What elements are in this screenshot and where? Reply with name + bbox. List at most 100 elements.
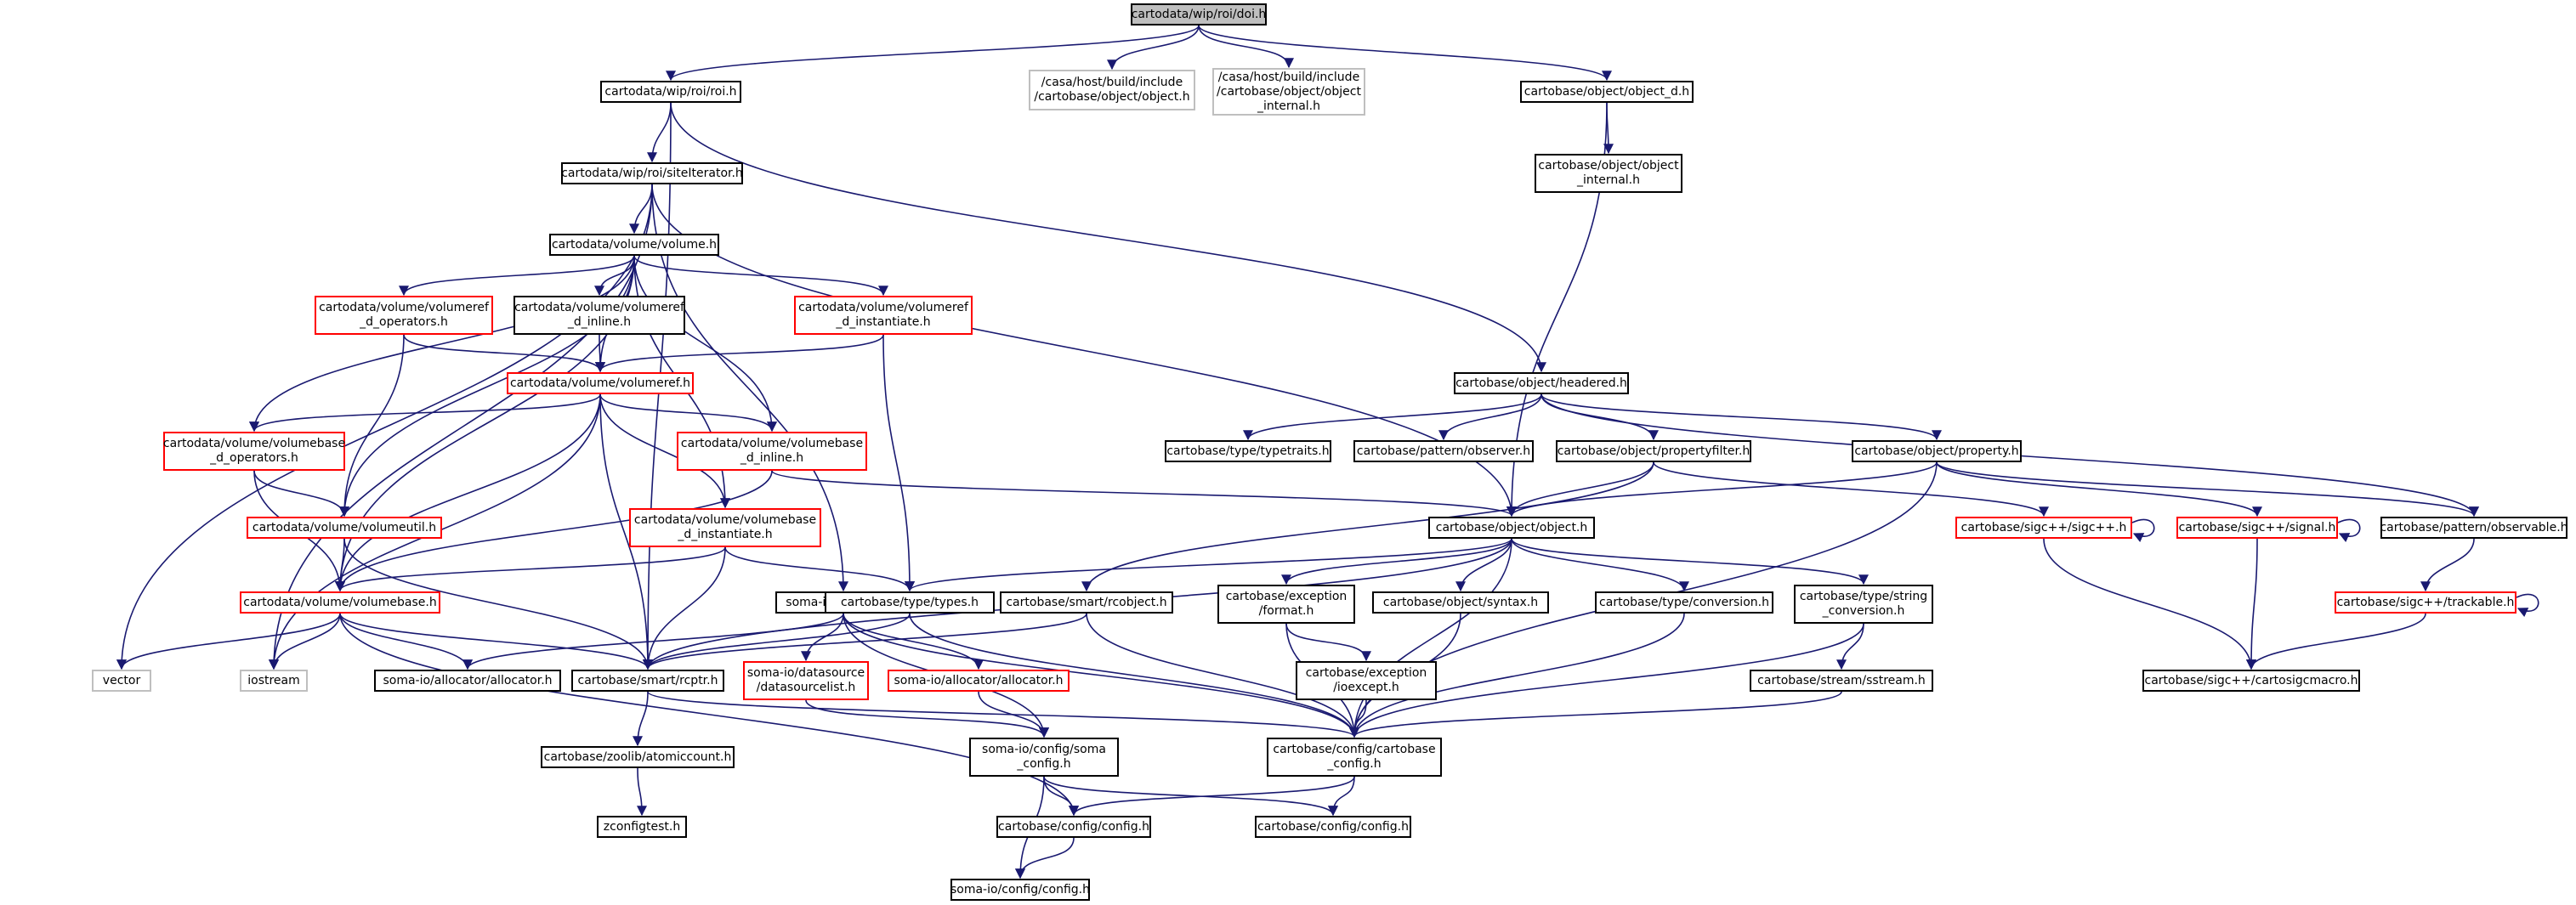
- edge-property-to-object: [1506, 461, 1938, 518]
- node-label-line: cartobase/object/syntax.h: [1382, 595, 1539, 609]
- edge-volumeref-d-inline-to-volumeref: [594, 334, 605, 373]
- node-sigcpp[interactable]: cartobase/sigc++/sigc++.h: [1955, 517, 2132, 539]
- node-cartosigcmacro[interactable]: cartobase/sigc++/cartosigcmacro.h: [2142, 670, 2360, 692]
- edge-volumeref-to-volumebase-d-instantiate: [599, 393, 730, 509]
- node-label-line: /format.h: [1258, 604, 1314, 618]
- node-volumeref-d-instantiate[interactable]: cartodata/volume/volumeref_d_instantiate…: [794, 296, 973, 335]
- node-signal[interactable]: cartobase/sigc++/signal.h: [2176, 517, 2338, 539]
- node-config-config[interactable]: cartobase/config/config.h: [996, 816, 1151, 838]
- edge-object-to-conversion: [1511, 538, 1689, 592]
- node-label-line: _config.h: [1017, 757, 1071, 771]
- node-object[interactable]: cartobase/object/object.h: [1428, 517, 1595, 539]
- node-observable[interactable]: cartobase/pattern/observable.h: [2380, 517, 2568, 539]
- node-label-line: cartodata/volume/volumeref: [798, 301, 968, 314]
- edge-siteIterator-to-iostream: [269, 184, 653, 670]
- edge-headered-to-observer: [1438, 393, 1542, 441]
- node-label-line: cartodata/wip/roi/roi.h: [604, 84, 737, 99]
- node-label-line: cartobase/pattern/observable.h: [2380, 520, 2568, 535]
- node-types[interactable]: cartobase/type/types.h: [825, 591, 995, 614]
- edge-volumeref-d-operators-to-volumeutil: [339, 334, 405, 518]
- node-label-line: soma-io/config/config.h: [950, 882, 1091, 897]
- edge-cartobase-config-to-config-h: [1328, 776, 1355, 817]
- node-volumebase[interactable]: cartodata/volume/volumebase.h: [240, 591, 440, 614]
- edge-volumeref-d-instantiate-to-volumeref: [595, 334, 884, 373]
- node-conversion[interactable]: cartobase/type/conversion.h: [1595, 591, 1773, 614]
- node-config-h[interactable]: cartobase/config/config.h: [1255, 816, 1411, 838]
- node-cartobase-config[interactable]: cartobase/config/cartobase_config.h: [1267, 738, 1442, 777]
- node-volumebase-d-inline[interactable]: cartodata/volume/volumebase_d_inline.h: [677, 432, 867, 471]
- edge-propertyfilter-to-sigcpp: [1653, 461, 2049, 518]
- edge-volumebase-to-iostream: [269, 613, 341, 670]
- node-atomiccount[interactable]: cartobase/zoolib/atomiccount.h: [541, 746, 735, 768]
- node-label-line: cartobase/config/cartobase: [1273, 743, 1436, 756]
- node-label-line: cartobase/object/property.h: [1854, 444, 2019, 458]
- node-trackable[interactable]: cartobase/sigc++/trackable.h: [2335, 591, 2516, 614]
- node-label-line: cartobase/object/propertyfilter.h: [1557, 444, 1750, 458]
- edge-volumebase-to-rcptr: [339, 613, 653, 670]
- node-object-d[interactable]: cartobase/object/object_d.h: [1520, 81, 1694, 103]
- node-headered[interactable]: cartobase/object/headered.h: [1454, 372, 1629, 394]
- edge-rcptr-to-cartobase-config: [647, 691, 1359, 738]
- node-soma-config[interactable]: soma-io/config/soma_config.h: [969, 738, 1119, 777]
- edge-volumebase-d-operators-to-volumeutil: [253, 470, 349, 518]
- edge-conversion-to-cartobase-config: [1349, 613, 1685, 738]
- node-soma-allocator[interactable]: soma-io/allocator/allocator.h: [374, 670, 561, 692]
- node-ext-object-internal: /casa/host/build/include/cartobase/objec…: [1212, 68, 1365, 116]
- edge-volumebase-d-instantiate-to-rcptr: [643, 546, 726, 670]
- node-label-line: _d_operators.h: [210, 451, 298, 465]
- node-volumeref-d-inline[interactable]: cartodata/volume/volumeref_d_inline.h: [513, 296, 685, 335]
- node-syntax[interactable]: cartobase/object/syntax.h: [1372, 591, 1549, 614]
- edge-volumebase-to-soma-allocator: [339, 613, 473, 670]
- node-propertyfilter[interactable]: cartobase/object/propertyfilter.h: [1556, 440, 1751, 462]
- edge-volumebase-to-vector: [116, 613, 341, 670]
- node-iostream: iostream: [240, 670, 308, 692]
- node-volumebase-d-operators[interactable]: cartodata/volume/volumebase_d_operators.…: [163, 432, 345, 471]
- node-label-line: cartobase/pattern/observer.h: [1356, 444, 1531, 458]
- node-string-conversion[interactable]: cartobase/type/string_conversion.h: [1794, 585, 1933, 624]
- node-label-line: iostream: [247, 673, 300, 687]
- edge-atomiccount-to-zconfigtest: [636, 767, 647, 817]
- node-property[interactable]: cartobase/object/property.h: [1852, 440, 2022, 462]
- node-volume[interactable]: cartodata/volume/volume.h: [549, 234, 719, 256]
- node-label-line: _internal.h: [1257, 99, 1321, 113]
- node-label-line: _conversion.h: [1822, 604, 1905, 618]
- node-label-line: cartobase/type/string: [1799, 590, 1928, 603]
- edge-volumebase-d-instantiate-to-volumebase: [335, 546, 726, 592]
- node-ioexcept[interactable]: cartobase/exception/ioexcept.h: [1296, 661, 1437, 700]
- edge-propertyfilter-to-object: [1506, 461, 1654, 518]
- node-rcptr[interactable]: cartobase/smart/rcptr.h: [571, 670, 724, 692]
- node-soma-config-config[interactable]: soma-io/config/config.h: [950, 879, 1090, 901]
- node-volumeref[interactable]: cartodata/volume/volumeref.h: [507, 372, 694, 394]
- node-exception-format[interactable]: cartobase/exception/format.h: [1217, 585, 1355, 624]
- edge-sstream-to-cartobase-config: [1349, 691, 1842, 738]
- node-label-line: _d_inline.h: [567, 315, 632, 329]
- node-roi[interactable]: cartodata/wip/roi/roi.h: [600, 81, 741, 103]
- node-observer[interactable]: cartobase/pattern/observer.h: [1353, 440, 1534, 462]
- node-label-line: /datasourcelist.h: [756, 681, 856, 694]
- node-volumeutil[interactable]: cartodata/volume/volumeutil.h: [247, 517, 442, 539]
- node-typetraits[interactable]: cartobase/type/typetraits.h: [1165, 440, 1331, 462]
- node-label-line: _config.h: [1327, 757, 1382, 771]
- node-label-line: cartobase/smart/rcptr.h: [577, 673, 718, 687]
- edge-doi-to-ext-object-internal: [1198, 25, 1294, 69]
- edge-object-to-types: [905, 538, 1512, 592]
- node-volumebase-d-instantiate[interactable]: cartodata/volume/volumebase_d_instantiat…: [629, 508, 821, 547]
- node-label-line: /ioexcept.h: [1333, 681, 1399, 694]
- node-sstream[interactable]: cartobase/stream/sstream.h: [1750, 670, 1933, 692]
- edge-volumeref-to-volumebase-d-operators: [249, 393, 601, 433]
- edge-string-conversion-to-cartobase-config: [1349, 623, 1864, 738]
- node-siteIterator[interactable]: cartodata/wip/roi/siteIterator.h: [561, 162, 743, 184]
- node-label-line: cartobase/stream/sstream.h: [1757, 673, 1926, 687]
- node-volumeref-d-operators[interactable]: cartodata/volume/volumeref_d_operators.h: [315, 296, 493, 335]
- node-label-line: cartobase/zoolib/atomiccount.h: [543, 749, 732, 764]
- node-rcobject[interactable]: cartobase/smart/rcobject.h: [1000, 591, 1173, 614]
- edge-volumebase-to-config-config: [339, 613, 1079, 817]
- node-object-internal[interactable]: cartobase/object/object_internal.h: [1535, 154, 1682, 193]
- node-datasourcelist[interactable]: soma-io/datasource/datasourcelist.h: [743, 661, 869, 700]
- node-soma-allocator-red[interactable]: soma-io/allocator/allocator.h: [888, 670, 1070, 692]
- node-zconfigtest[interactable]: zconfigtest.h: [597, 816, 687, 838]
- node-label-line: _internal.h: [1576, 173, 1641, 187]
- edge-volume-to-volumebase-d-inline: [633, 255, 777, 433]
- edge-reader-to-soma-allocator: [462, 613, 844, 670]
